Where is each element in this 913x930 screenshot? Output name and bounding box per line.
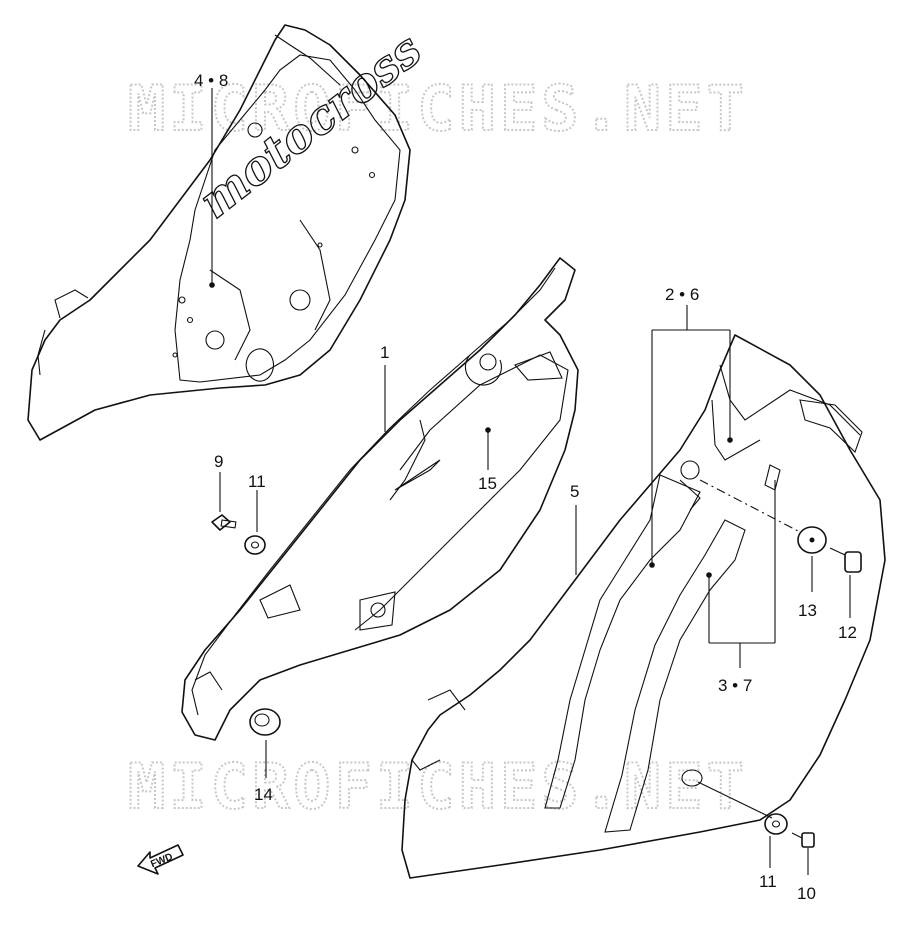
callout-9: 9 [214,452,223,471]
callout-5: 5 [570,482,579,501]
callout-11-lower: 11 [759,872,777,891]
washer-part-11-lower [764,813,788,835]
frame-cover-part-1 [181,257,579,741]
callout-15: 15 [478,474,497,493]
grommet-part-14 [249,708,281,736]
callout-13: 13 [798,601,817,620]
callout-4-8: 4 • 8 [194,71,228,90]
callout-1: 1 [380,343,389,362]
leader-lines [209,88,851,875]
callout-14: 14 [254,785,273,804]
side-cover-right-part-5 [401,334,886,879]
washer-part-13 [797,526,827,554]
callout-3-7: 3 • 7 [718,676,752,695]
fwd-arrow-icon: FWD [137,844,184,875]
washer-part-11-upper [244,535,266,555]
callout-11-upper: 11 [248,472,266,491]
watermark-top: MICROFICHES.NET [128,72,748,145]
bolt-part-9 [211,514,237,531]
callout-12: 12 [838,623,857,642]
fwd-label: FWD [149,852,174,871]
bolt-part-10 [791,832,815,848]
bolt-part-12 [829,547,862,573]
callout-2-6: 2 • 6 [665,285,699,304]
callout-10: 10 [797,884,816,903]
